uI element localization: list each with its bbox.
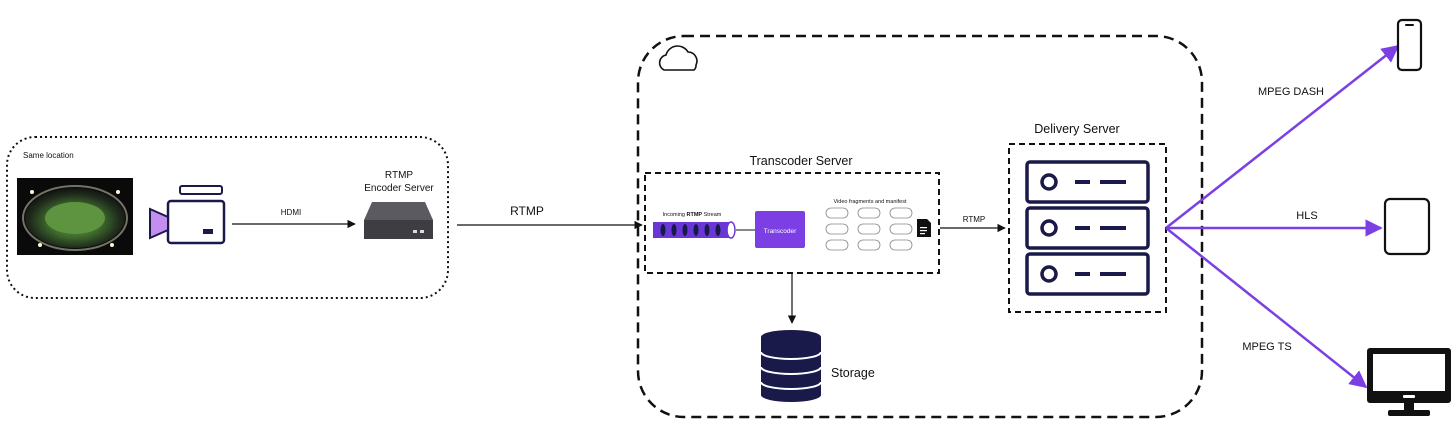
transcoder-title: Transcoder Server bbox=[749, 154, 852, 168]
encoder-label-line1: RTMP bbox=[385, 170, 413, 181]
encoder-label-line2: Encoder Server bbox=[364, 183, 434, 194]
tablet-icon bbox=[1383, 197, 1431, 256]
document-icon bbox=[917, 219, 931, 237]
hdmi-label: HDMI bbox=[281, 208, 301, 217]
dash-arrow bbox=[1165, 44, 1400, 229]
output-label-dash: MPEG DASH bbox=[1258, 86, 1324, 98]
database-icon bbox=[760, 330, 822, 402]
storage-label: Storage bbox=[831, 366, 875, 380]
transcoder-block-label: Transcoder bbox=[764, 228, 797, 235]
monitor-icon bbox=[1367, 348, 1451, 416]
storage-group: Storage bbox=[760, 330, 875, 402]
fragments-label: Video fragments and manifest bbox=[834, 199, 907, 205]
same-location-group: Same location HDMI RTMP Encoder Server bbox=[6, 136, 449, 299]
delivery-title: Delivery Server bbox=[1034, 122, 1119, 136]
transcoder-server-group: Transcoder Server Incoming RTMP Stream T… bbox=[644, 154, 940, 274]
delivery-server-group: Delivery Server bbox=[1008, 122, 1167, 313]
stadium-photo bbox=[17, 178, 133, 255]
cloud-boundary bbox=[636, 34, 1204, 419]
server-rack-icon bbox=[1025, 160, 1150, 296]
cloud-group bbox=[636, 34, 1204, 419]
outputs-group: MPEG DASH HLS MPEG TS bbox=[1165, 18, 1451, 416]
same-location-label: Same location bbox=[23, 151, 74, 160]
transcoder-block bbox=[755, 211, 805, 248]
phone-icon bbox=[1396, 18, 1423, 72]
same-location-boundary bbox=[6, 136, 449, 299]
incoming-stream-label: Incoming RTMP Stream bbox=[663, 212, 722, 218]
output-label-hls: HLS bbox=[1296, 210, 1317, 222]
encoder-box-icon bbox=[364, 202, 433, 239]
delivery-rtmp-label: RTMP bbox=[963, 215, 986, 224]
video-camera-icon bbox=[149, 185, 226, 245]
mpeg-ts-arrow bbox=[1165, 227, 1368, 389]
video-fragments-grid bbox=[825, 207, 913, 251]
rtmp-link-label: RTMP bbox=[510, 204, 544, 218]
cloud-icon bbox=[658, 45, 698, 71]
output-label-mpeg-ts: MPEG TS bbox=[1242, 341, 1291, 353]
incoming-stream-strip bbox=[653, 221, 736, 239]
